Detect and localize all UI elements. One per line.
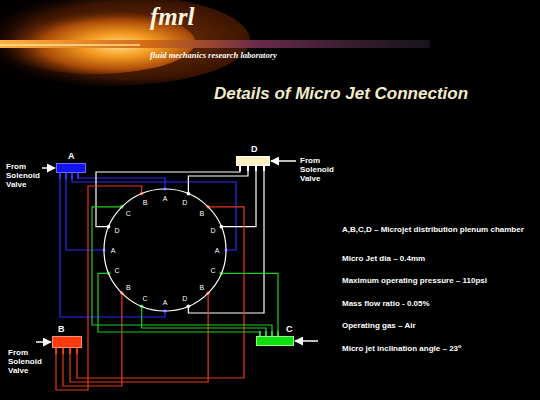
jet-tube (187, 166, 248, 195)
jet-tube (70, 291, 210, 382)
plenum-chamber: C (256, 336, 294, 346)
jet-letter: D (182, 295, 187, 302)
tube-path (66, 173, 104, 250)
tube-path (56, 186, 142, 390)
tube-path (96, 166, 240, 227)
tube-path (92, 207, 272, 336)
jet-letter: C (114, 266, 119, 273)
jet-letter: B (199, 283, 204, 290)
plenum-chamber: B (52, 336, 82, 348)
jet-tube (56, 186, 143, 390)
spec-note: Operating gas – Air (342, 321, 416, 330)
jet-letter: B (199, 210, 204, 217)
jet-letter: D (182, 198, 187, 205)
valve-note: From Solenoid Valve (8, 348, 42, 376)
spec-note: Mass flow ratio - 0.05% (342, 299, 430, 308)
tube-path (221, 273, 278, 336)
jet-tube (140, 305, 266, 336)
jet-letter: C (211, 266, 216, 273)
pin-stubs (56, 166, 278, 354)
logo-subtitle: fluid mechanics research laboratory (150, 51, 277, 61)
chamber-letter: D (251, 145, 258, 154)
jet-letter: D (114, 227, 119, 234)
tube-path (60, 173, 165, 317)
spec-note: A,B,C,D – Microjet distribution plenum c… (342, 224, 528, 236)
jet-letter: A (163, 299, 168, 306)
jet-tube (77, 205, 244, 378)
tube-path (188, 166, 248, 194)
plenum-chamber: A (56, 163, 86, 173)
tube-path (221, 166, 256, 227)
tube-path (98, 273, 260, 336)
jet-letter: A (111, 247, 116, 254)
jet-letter: C (126, 210, 131, 217)
jet-tube (92, 205, 272, 336)
chamber-letter: C (286, 325, 293, 334)
jet-letter: B (143, 198, 148, 205)
tube-path (188, 166, 264, 313)
jet-tube (60, 173, 167, 317)
tube-path (77, 207, 244, 378)
plenum-chamber: D (236, 156, 270, 166)
jet-tube (220, 272, 278, 336)
nozzle-ring: A D B D A C B D A C B C A D C B (103, 188, 227, 312)
jet-tube (66, 173, 106, 252)
jet-tube (220, 166, 256, 228)
spec-note: Maximum operating pressure – 110psi (342, 276, 487, 285)
ring-outline (103, 188, 227, 312)
chamber-letter: A (68, 152, 75, 161)
page-title: Details of Micro Jet Connection (196, 84, 486, 104)
supply-arrows (36, 161, 318, 342)
spec-note: Micro jet inclination angle – 23⁰ (342, 344, 462, 353)
spec-note: Micro Jet dia – 0.4mm (342, 254, 425, 263)
logo-text: fmrl (150, 3, 194, 32)
jet-letter: B (126, 283, 131, 290)
jet-letter: A (215, 247, 220, 254)
jet-tube (98, 272, 260, 336)
jet-tube (96, 166, 240, 228)
valve-note: From Solenoid Valve (6, 162, 40, 190)
chamber-letter: B (58, 325, 65, 334)
jet-letter: D (211, 227, 216, 234)
lab-logo (0, 0, 430, 86)
valve-note: From Solenoid Valve (300, 156, 334, 184)
jet-letter: A (163, 195, 168, 202)
ring-circle (104, 189, 226, 311)
jet-letter: C (143, 295, 148, 302)
